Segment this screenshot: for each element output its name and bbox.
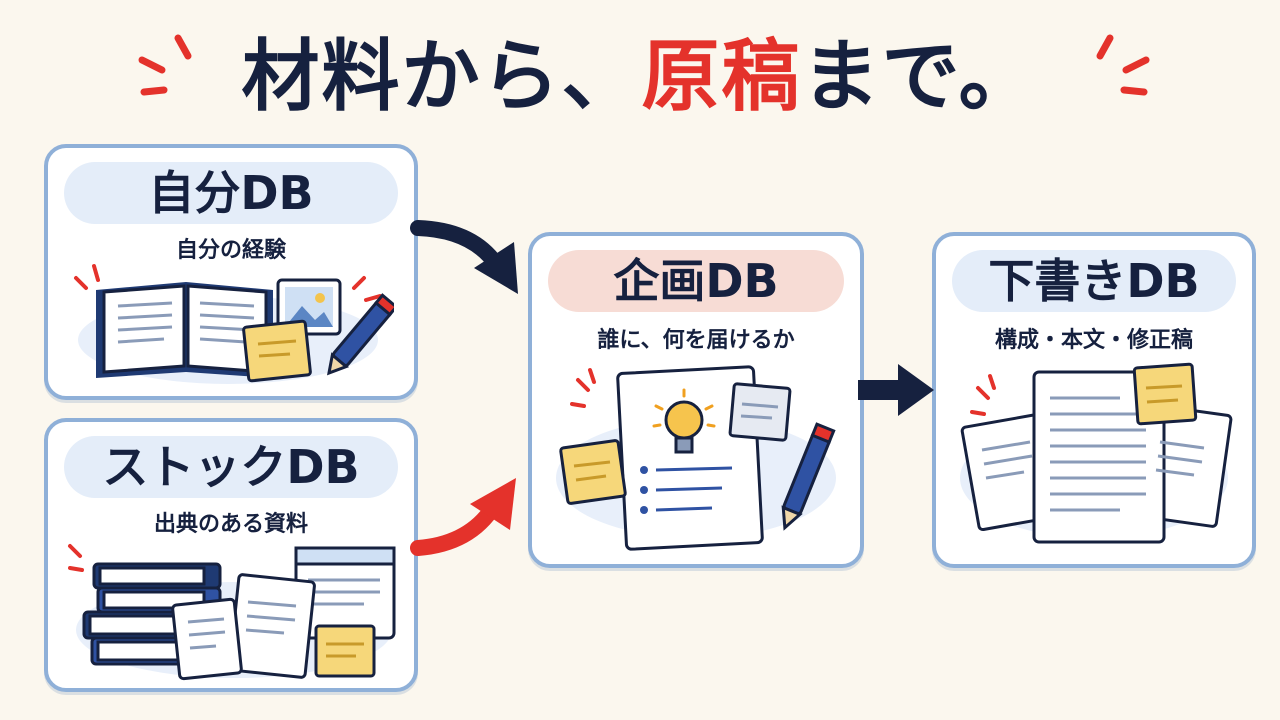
page-title: 材料から、原稿まで。 bbox=[0, 22, 1280, 132]
card-draft-title: 下書きDB bbox=[952, 250, 1236, 312]
draft-illustration bbox=[960, 362, 1233, 544]
card-draft-subtitle: 構成・本文・修正稿 bbox=[994, 328, 1193, 353]
open-book-illustration bbox=[74, 264, 394, 384]
card-plan-db: 企画DB 誰に、何を届けるか bbox=[528, 232, 864, 568]
sparkle-icon bbox=[970, 374, 996, 416]
sparkle-icon bbox=[74, 264, 382, 302]
card-self-title: 自分DB bbox=[64, 162, 398, 224]
card-stock-title: ストックDB bbox=[64, 436, 398, 498]
sticky-note-icon bbox=[728, 382, 792, 442]
right-sparkle-icon bbox=[1096, 34, 1150, 96]
sticky-note-icon bbox=[242, 319, 312, 383]
card-stock-db: ストックDB 出典のある資料 bbox=[44, 418, 418, 692]
plan-illustration bbox=[556, 365, 836, 551]
sticky-note-icon bbox=[314, 624, 376, 678]
sticky-note-icon bbox=[1132, 362, 1198, 426]
left-sparkle-icon bbox=[138, 34, 192, 96]
sparkle-icon bbox=[570, 368, 596, 408]
card-draft-db: 下書きDB 構成・本文・修正稿 bbox=[932, 232, 1256, 568]
card-stock-subtitle: 出典のある資料 bbox=[153, 512, 308, 537]
browser-window-icon bbox=[294, 546, 396, 640]
arrow-self-to-plan-icon bbox=[410, 220, 518, 294]
card-plan-title: 企画DB bbox=[548, 250, 844, 312]
document-stack-icon bbox=[960, 370, 1233, 544]
document-icon bbox=[228, 573, 316, 679]
pencil-icon bbox=[781, 422, 836, 531]
lightbulb-icon bbox=[652, 388, 716, 454]
document-icon bbox=[171, 597, 243, 681]
pencil-icon bbox=[326, 293, 394, 376]
sticky-note-icon bbox=[559, 439, 627, 505]
arrow-plan-to-draft-icon bbox=[858, 364, 934, 416]
reference-materials-illustration bbox=[68, 544, 396, 681]
lightbulb-document-icon bbox=[616, 365, 764, 551]
sparkle-icon bbox=[68, 544, 84, 572]
title-part-2: まで。 bbox=[801, 32, 1039, 122]
card-self-db: 自分DB 自分の経験 bbox=[44, 144, 418, 400]
title-accent: 原稿 bbox=[641, 32, 802, 122]
arrow-stock-to-plan-icon bbox=[410, 478, 516, 556]
card-self-subtitle: 自分の経験 bbox=[175, 238, 286, 263]
title-part-1: 材料から、 bbox=[241, 32, 642, 122]
card-plan-subtitle: 誰に、何を届けるか bbox=[597, 328, 795, 353]
